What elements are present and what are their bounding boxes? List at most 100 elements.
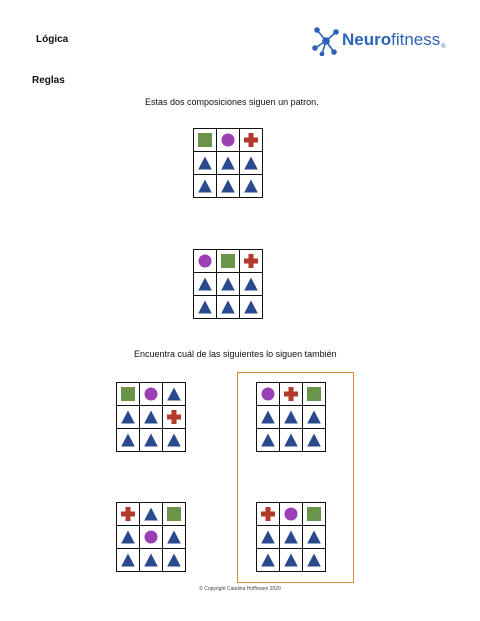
triangle-icon	[307, 530, 321, 544]
grid-cell	[117, 503, 140, 526]
grid-cell	[117, 526, 140, 549]
example-grid-2	[193, 249, 263, 319]
question-instruction: Encuentra cuál de las siguientes lo sigu…	[134, 349, 337, 359]
grid-cell	[257, 526, 280, 549]
triangle-icon	[144, 553, 158, 567]
molecule-icon	[312, 27, 339, 56]
grid-cell	[303, 503, 326, 526]
triangle-icon	[307, 410, 321, 424]
grid-cell	[194, 250, 217, 273]
triangle-icon	[244, 156, 258, 170]
triangle-icon	[167, 387, 181, 401]
grid-cell	[194, 273, 217, 296]
circle-icon	[144, 387, 158, 401]
cross-icon	[121, 507, 135, 521]
grid-cell	[257, 503, 280, 526]
grid-cell	[217, 175, 240, 198]
grid-cell	[303, 406, 326, 429]
logo-text: Neurofitness®	[342, 30, 446, 50]
grid-cell	[240, 250, 263, 273]
triangle-icon	[144, 507, 158, 521]
triangle-icon	[167, 530, 181, 544]
neurofitness-logo: Neurofitness®	[312, 26, 452, 58]
grid-cell	[117, 429, 140, 452]
cross-icon	[284, 387, 298, 401]
grid-cell	[240, 175, 263, 198]
grid-cell	[140, 526, 163, 549]
option-grid-3[interactable]	[116, 502, 186, 572]
cross-icon	[167, 410, 181, 424]
grid-cell	[163, 549, 186, 572]
grid-cell	[240, 152, 263, 175]
page-title: Lógica	[36, 34, 69, 45]
triangle-icon	[121, 410, 135, 424]
triangle-icon	[121, 433, 135, 447]
triangle-icon	[121, 530, 135, 544]
triangle-icon	[144, 433, 158, 447]
triangle-icon	[284, 530, 298, 544]
option-grid-1[interactable]	[116, 382, 186, 452]
circle-icon	[221, 133, 235, 147]
grid-cell	[257, 549, 280, 572]
grid-cell	[140, 406, 163, 429]
option-grid-2[interactable]	[256, 382, 326, 452]
grid-cell	[280, 549, 303, 572]
grid-cell	[163, 503, 186, 526]
grid-cell	[257, 429, 280, 452]
triangle-icon	[261, 433, 275, 447]
cross-icon	[261, 507, 275, 521]
grid-cell	[217, 296, 240, 319]
grid-cell	[303, 549, 326, 572]
grid-cell	[117, 549, 140, 572]
circle-icon	[284, 507, 298, 521]
grid-cell	[140, 429, 163, 452]
triangle-icon	[307, 553, 321, 567]
triangle-icon	[198, 300, 212, 314]
square-icon	[307, 507, 321, 521]
grid-cell	[280, 429, 303, 452]
grid-cell	[140, 503, 163, 526]
grid-cell	[194, 152, 217, 175]
grid-cell	[117, 383, 140, 406]
triangle-icon	[261, 530, 275, 544]
square-icon	[198, 133, 212, 147]
triangle-icon	[307, 433, 321, 447]
triangle-icon	[261, 410, 275, 424]
square-icon	[167, 507, 181, 521]
grid-cell	[303, 526, 326, 549]
triangle-icon	[221, 300, 235, 314]
triangle-icon	[221, 156, 235, 170]
grid-cell	[217, 152, 240, 175]
option-grid-4[interactable]	[256, 502, 326, 572]
triangle-icon	[244, 300, 258, 314]
triangle-icon	[198, 277, 212, 291]
grid-cell	[280, 383, 303, 406]
grid-cell	[217, 250, 240, 273]
triangle-icon	[221, 179, 235, 193]
intro-instruction: Estas dos composiciones siguen un patron…	[145, 97, 319, 107]
copyright-footer: © Copyright Catalina Hoffmann 2020	[199, 586, 281, 592]
grid-cell	[163, 383, 186, 406]
grid-cell	[194, 129, 217, 152]
grid-cell	[140, 383, 163, 406]
square-icon	[221, 254, 235, 268]
circle-icon	[144, 530, 158, 544]
grid-cell	[280, 406, 303, 429]
circle-icon	[261, 387, 275, 401]
triangle-icon	[121, 553, 135, 567]
grid-cell	[240, 296, 263, 319]
triangle-icon	[221, 277, 235, 291]
triangle-icon	[284, 553, 298, 567]
circle-icon	[198, 254, 212, 268]
square-icon	[307, 387, 321, 401]
triangle-icon	[167, 553, 181, 567]
triangle-icon	[198, 179, 212, 193]
grid-cell	[194, 175, 217, 198]
triangle-icon	[144, 410, 158, 424]
grid-cell	[240, 273, 263, 296]
grid-cell	[217, 273, 240, 296]
grid-cell	[163, 406, 186, 429]
cross-icon	[244, 133, 258, 147]
section-heading: Reglas	[32, 75, 65, 86]
grid-cell	[163, 429, 186, 452]
